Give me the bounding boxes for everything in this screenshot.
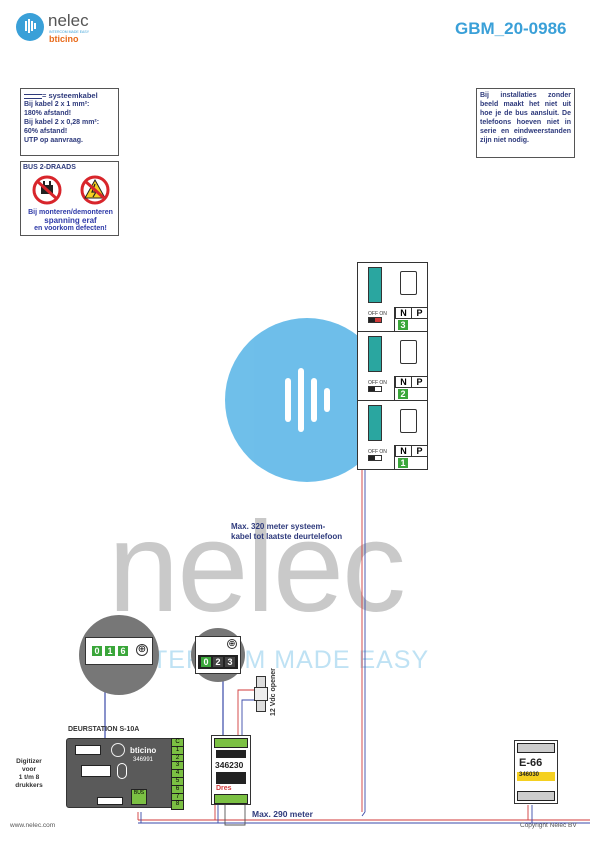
phone-handset-icon — [400, 340, 417, 364]
zoom-digit: 2 — [213, 657, 223, 667]
power-supply: E-66 346030 — [514, 740, 558, 804]
cable-line: UTP op aanvraag. — [24, 137, 84, 144]
dres-label: Dres — [216, 785, 232, 792]
module-code: 346230 — [215, 760, 244, 770]
no-plug-icon — [32, 175, 62, 205]
screw-icon: ⊕ — [227, 639, 237, 649]
bticino-logo: bticino — [130, 746, 157, 755]
zoom-panel: ⊕ 0 2 3 — [195, 636, 241, 674]
doorstation-terminals: C 1 2 3 4 5 6 7 8 — [171, 738, 184, 810]
doc-code: GBM_20-0986 — [455, 19, 567, 38]
brand-partner: bticino — [49, 34, 79, 44]
door-opener — [254, 676, 268, 712]
zoom-digit: 6 — [118, 646, 128, 656]
n-label: N — [395, 445, 412, 457]
max-320-label: Max. 320 meter systeem- kabel tot laatst… — [231, 522, 343, 541]
cable-line-icon — [24, 93, 42, 99]
doorstation-title: DEURSTATION S-10A — [68, 726, 140, 733]
zoom-digit: 3 — [225, 657, 235, 667]
brand-logo: nelec INTERCOM MADE EASY bticino — [16, 11, 96, 45]
phone-number-badge: 3 — [398, 320, 408, 330]
cable-line: Bij kabel 2 x 1 mm²: — [24, 101, 90, 108]
zoom-digit: 1 — [105, 646, 115, 656]
bus-title: BUS 2-DRAADS — [23, 164, 76, 171]
p-label: P — [411, 307, 428, 319]
bus-terminal: BUS — [131, 789, 147, 805]
watermark-word: nelec — [108, 496, 406, 639]
switch-label: OFF ON — [368, 311, 387, 317]
terminal-block — [368, 336, 382, 372]
rotary-switch-icon — [117, 763, 127, 779]
watermark-logo-bars-icon — [285, 368, 330, 432]
intercom-phone-1: OFF ON N P 1 — [357, 400, 428, 470]
watermark-tagline: INTERCOM MADE EASY — [125, 646, 430, 674]
n-label: N — [395, 307, 412, 319]
cable-line: Bij kabel 2 x 0,28 mm²: — [24, 119, 100, 126]
psu-code: E-66 — [519, 757, 543, 769]
no-voltage-icon — [80, 175, 110, 205]
n-label: N — [395, 376, 412, 388]
phone-handset-icon — [400, 409, 417, 433]
zoom-digit: 0 — [92, 646, 102, 656]
module-dips — [216, 772, 246, 784]
screw-icon: ⊕ — [136, 644, 148, 656]
cable-note-box: = systeemkabel Bij kabel 2 x 1 mm²: 180%… — [20, 88, 119, 156]
doorstation-unit: bticino 346991 BUS — [66, 738, 181, 808]
brand-tagline: INTERCOM MADE EASY — [49, 30, 90, 34]
module-bottom-terminals — [214, 794, 248, 804]
install-note: Bij installaties zonder beeld maakt het … — [480, 92, 571, 144]
connector-strip — [75, 745, 101, 755]
cable-title: = systeemkabel — [42, 91, 98, 100]
bus-warning-line: en voorkom defecten! — [34, 225, 107, 232]
dip-switch — [368, 317, 382, 323]
install-note-box: Bij installaties zonder beeld maakt het … — [476, 88, 575, 158]
phone-number-badge: 1 — [398, 458, 408, 468]
dip-switch — [368, 386, 382, 392]
psu-sub: 346030 — [519, 772, 540, 778]
zoom-circle-right: ⊕ 0 2 3 — [191, 628, 245, 682]
module-connector — [216, 750, 246, 758]
phone-handset-icon — [400, 271, 417, 295]
switch-label: OFF ON — [368, 449, 387, 455]
bottom-connector — [97, 797, 123, 805]
dip-switch — [368, 455, 382, 461]
switch-label: OFF ON — [368, 380, 387, 386]
opener-plate-icon — [254, 687, 268, 701]
footer-right: Copyright Nelec BV — [520, 822, 577, 829]
digitizer-label: Digitizer voor 1 t/m 8 drukkers — [15, 758, 43, 789]
terminal-block — [368, 405, 382, 441]
opener-label: 12 Vdc opener — [270, 668, 277, 716]
bus-label: BUS — [133, 790, 145, 796]
bus-warning-box: BUS 2-DRAADS Bij monteren/demonteren spa… — [20, 161, 119, 236]
brand-logo-icon — [16, 13, 44, 41]
footer-left[interactable]: www.nelec.com — [10, 822, 56, 829]
doorstation-code: 346991 — [133, 757, 154, 763]
interface-module: 346230 Dres — [211, 735, 251, 805]
p-label: P — [411, 376, 428, 388]
psu-stripe — [517, 772, 555, 781]
intercom-phone-3: OFF ON N P 3 — [357, 262, 428, 332]
cable-line: 60% afstand! — [24, 128, 68, 135]
max-290-label: Max. 290 meter — [252, 809, 313, 819]
bus-warning-line: spanning eraf — [44, 216, 97, 225]
phone-number-badge: 2 — [398, 389, 408, 399]
module-terminals — [214, 738, 248, 748]
intercom-phone-2: OFF ON N P 2 — [357, 331, 428, 401]
psu-bottom-terminals — [517, 791, 555, 801]
doorstation-speaker-icon — [111, 743, 125, 757]
psu-top-terminals — [517, 743, 555, 753]
bus-warning-line: Bij monteren/demonteren — [28, 209, 113, 216]
p-label: P — [411, 445, 428, 457]
terminal-block — [368, 267, 382, 303]
zoom-panel: 0 1 6 ⊕ — [85, 637, 153, 665]
brand-name: nelec — [48, 11, 89, 30]
dip-switch-block — [81, 765, 111, 777]
zoom-digit: 0 — [201, 657, 211, 667]
terminal-label: 8 — [171, 800, 184, 810]
zoom-circle-left: 0 1 6 ⊕ — [79, 615, 159, 695]
cable-line: 180% afstand! — [24, 110, 72, 117]
